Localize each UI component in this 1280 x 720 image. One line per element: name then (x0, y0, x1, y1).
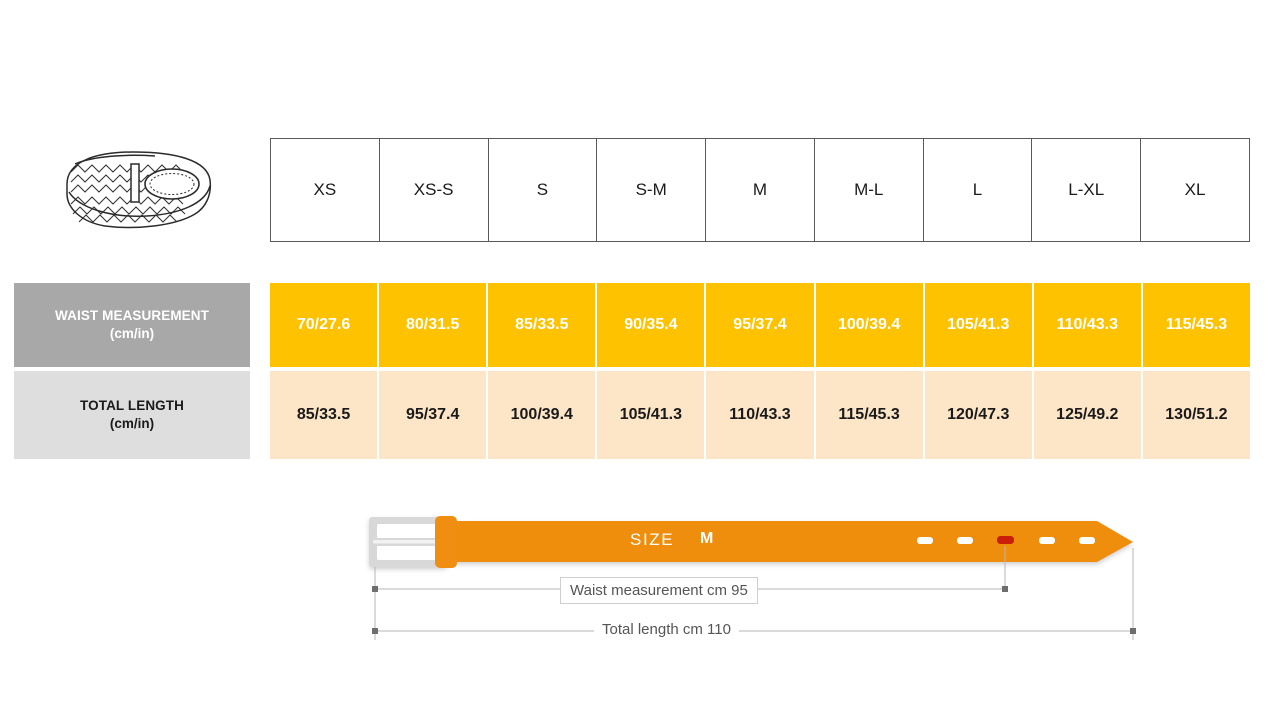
waist-value-cells: 70/27.6 80/31.5 85/33.5 90/35.4 95/37.4 … (270, 283, 1250, 367)
waist-value-l-xl: 110/43.3 (1033, 283, 1143, 367)
woven-belt-illustration (55, 142, 225, 242)
belt-size-caption: SIZE (630, 530, 675, 549)
belt-hole-1 (957, 537, 973, 544)
size-header-cell-xs-s: XS-S (378, 138, 489, 242)
length-value-m: 110/43.3 (706, 371, 816, 459)
size-header-cell-s-m: S-M (596, 138, 707, 242)
waist-dimension-label: Waist measurement cm 95 (560, 577, 758, 604)
total-length-dimension-label: Total length cm 110 (594, 619, 739, 640)
waist-value-xl: 115/45.3 (1142, 283, 1250, 367)
size-header-cell-m: M (705, 138, 815, 242)
length-value-m-l: 115/45.3 (815, 371, 925, 459)
length-value-l-xl: 125/49.2 (1033, 371, 1143, 459)
waist-measurement-label: WAIST MEASUREMENT (cm/in) (14, 283, 250, 367)
belt-keeper-loop (435, 516, 457, 568)
length-label-unit: (cm/in) (109, 416, 155, 431)
waist-label-main: WAIST MEASUREMENT (55, 307, 209, 323)
belt-strap (447, 521, 1133, 562)
size-header-cell-m-l: M-L (813, 138, 924, 242)
length-value-s-m: 105/41.3 (597, 371, 707, 459)
woven-belt-icon (66, 151, 212, 229)
belt-diagram-svg (369, 516, 1136, 640)
belt-holes (917, 536, 1095, 544)
waist-value-s: 85/33.5 (488, 283, 598, 367)
size-header-cell-l: L (922, 138, 1033, 242)
dimension-leader-lines (374, 546, 1134, 640)
size-header-cell-xl: XL (1140, 138, 1250, 242)
length-value-s: 100/39.4 (488, 371, 598, 459)
total-length-label: TOTAL LENGTH (cm/in) (14, 371, 250, 459)
size-header-table: XS XS-S S S-M M M-L L L-XL XL (270, 138, 1250, 242)
total-length-dimension-line (372, 628, 1136, 634)
waist-value-m-l: 100/39.4 (815, 283, 925, 367)
size-header-row: XS XS-S S S-M M M-L L L-XL XL (270, 138, 1250, 242)
size-header-cell-xs: XS (270, 138, 380, 242)
waist-value-m: 95/37.4 (706, 283, 816, 367)
belt-hole-3 (1039, 537, 1055, 544)
length-value-xl: 130/51.2 (1142, 371, 1250, 459)
length-value-xs-s: 95/37.4 (379, 371, 489, 459)
size-header-cell-l-xl: L-XL (1031, 138, 1142, 242)
belt-hole-2-highlighted (997, 536, 1014, 544)
belt-hole-4 (1079, 537, 1095, 544)
length-value-xs: 85/33.5 (270, 371, 380, 459)
length-value-cells: 85/33.5 95/37.4 100/39.4 105/41.3 110/43… (270, 371, 1250, 459)
belt-hole-0 (917, 537, 933, 544)
waist-label-unit: (cm/in) (109, 326, 155, 341)
length-label-main: TOTAL LENGTH (80, 397, 184, 413)
waist-value-xs: 70/27.6 (270, 283, 380, 367)
waist-value-s-m: 90/35.4 (597, 283, 707, 367)
belt-buckle (369, 517, 447, 567)
belt-size-value: M (700, 530, 714, 547)
size-header-cell-s: S (487, 138, 598, 242)
waist-value-xs-s: 80/31.5 (379, 283, 489, 367)
length-value-l: 120/47.3 (924, 371, 1034, 459)
belt-measurement-diagram (355, 500, 1155, 660)
waist-value-l: 105/41.3 (924, 283, 1034, 367)
